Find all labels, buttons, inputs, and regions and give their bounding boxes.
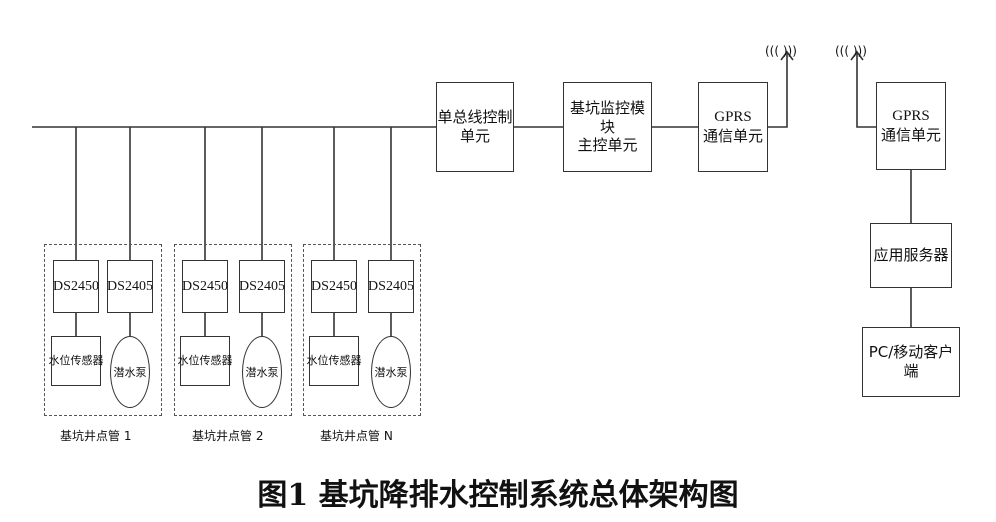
pump-label-1: 潜水泵: [113, 366, 147, 379]
main-control-unit: 基坑监控模块 主控单元: [563, 82, 652, 172]
application-server: 应用服务器: [870, 223, 952, 288]
water-level-sensor-2: 水位传感器: [177, 336, 233, 386]
chip-a-label-1: DS2450: [53, 278, 99, 294]
chip-a-label-n: DS2450: [311, 278, 357, 294]
right-antenna-line: [856, 52, 876, 128]
sensor-label-1: 水位传感器: [48, 354, 104, 368]
main-control-line1: 基坑监控模块: [569, 98, 645, 136]
bus-control-line1: 单总线控制: [437, 108, 513, 127]
chip-b-label-2: DS2405: [239, 278, 285, 294]
well-group-2: [174, 244, 292, 416]
ds2405-chip-1: DS2405: [107, 260, 153, 313]
figure-caption: 图1 基坑降排水控制系统总体架构图: [257, 478, 739, 513]
bus-control-unit: 单总线控制 单元: [436, 82, 514, 172]
water-level-sensor-n: 水位传感器: [306, 336, 362, 386]
gprs-right-line1: GPRS: [892, 108, 930, 125]
gprs-right-line2: 通信单元: [880, 126, 941, 144]
gprs-left-line2: 通信单元: [702, 127, 763, 145]
client-label: PC/移动客户端: [868, 343, 954, 380]
signal-left-waves-a: (((: [765, 44, 783, 58]
ds2450-chip-2: DS2450: [182, 260, 228, 313]
submersible-pump-2: 潜水泵: [242, 336, 282, 408]
gprs-left-line1: GPRS: [714, 109, 752, 126]
pump-label-2: 潜水泵: [245, 366, 279, 379]
signal-icon-left: ((( ))): [765, 44, 797, 58]
pump-label-n: 潜水泵: [374, 366, 408, 379]
left-antenna-line: [768, 52, 788, 128]
gprs-unit-left: GPRS 通信单元: [698, 82, 768, 172]
water-level-sensor-1: 水位传感器: [48, 336, 104, 386]
signal-right-waves-b: ))): [852, 44, 867, 58]
well-group-label-1: 基坑井点管 1: [60, 429, 132, 443]
chip-a-label-2: DS2450: [182, 278, 228, 294]
ds2450-chip-n: DS2450: [311, 260, 357, 313]
ds2405-chip-n: DS2405: [368, 260, 414, 313]
submersible-pump-1: 潜水泵: [110, 336, 150, 408]
signal-right-waves-a: (((: [835, 44, 853, 58]
left-antenna-tip: [780, 50, 794, 61]
signal-left-waves-b: ))): [782, 44, 797, 58]
well-group-label-2: 基坑井点管 2: [192, 429, 264, 443]
sensor-label-2: 水位传感器: [177, 354, 233, 368]
bus-control-line2: 单元: [459, 127, 490, 145]
pc-mobile-client: PC/移动客户端: [862, 327, 960, 397]
sensor-label-n: 水位传感器: [306, 354, 362, 368]
chip-b-label-n: DS2405: [368, 278, 414, 294]
submersible-pump-n: 潜水泵: [371, 336, 411, 408]
app-server-label: 应用服务器: [873, 246, 949, 265]
ds2405-chip-2: DS2405: [239, 260, 285, 313]
well-group-1: [44, 244, 162, 416]
signal-icon-right: ((( ))): [835, 44, 867, 58]
main-control-line2: 主控单元: [577, 136, 638, 155]
gprs-unit-right: GPRS 通信单元: [876, 82, 946, 170]
well-group-label-n: 基坑井点管 N: [320, 429, 393, 443]
ds2450-chip-1: DS2450: [53, 260, 99, 313]
well-group-n: [303, 244, 421, 416]
right-antenna-tip: [850, 50, 864, 61]
chip-b-label-1: DS2405: [107, 278, 153, 294]
